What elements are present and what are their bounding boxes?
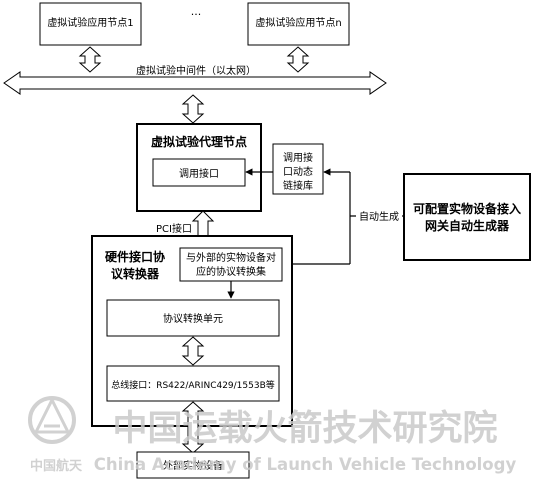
auto-gen-label: 自动生成 [359,210,399,223]
auto-gen-label-bg [356,208,402,224]
call-interface-box [152,158,246,187]
generator-label-line2: 网关自动生成器 [425,218,510,233]
bus-interface-label: 总线接口：RS422/ARINC429/1553B等 [111,379,275,391]
app-node-n-label: 虚拟试验应用节点n [255,16,341,29]
protocol-set-label-line1: 与外部的实物设备对 [186,251,276,264]
generator-box [403,173,531,261]
dll-label-line2: 口动态 [283,165,313,178]
conversion-unit-label: 协议转换单元 [163,312,223,325]
hw-converter-label-line1: 硬件接口协 [105,249,165,264]
middleware-proxy-link [181,94,205,124]
protocol-set-box [179,247,283,282]
middleware-label: 虚拟试验中间件（以太网） [136,64,256,77]
generator-label-line1: 可配置实物设备接入 [413,201,521,216]
bus-interface-box [106,365,280,402]
external-device-label: 外部实物设备 [163,459,223,472]
app-node-1-label: 虚拟试验应用节点1 [47,16,133,29]
watermark-logo-icon [28,396,76,444]
watermark-title-en: China Academy of Launch Vehicle Technolo… [94,455,517,474]
watermark: 中国航天 中国运载火箭技术研究院 China Academy of Launch… [28,396,517,474]
app-node-1-link [78,46,102,73]
hw-converter-label-line2: 议转换器 [111,266,160,281]
pci-label: PCI接口 [156,222,192,235]
app-node-n-link [286,46,310,73]
protocol-set-label-line2: 应的协议转换集 [196,265,266,278]
external-device-box [136,451,250,479]
dll-label-line1: 调用接 [283,151,313,164]
conversion-unit-box [106,299,280,337]
app-node-1-box [39,2,142,46]
proxy-node-title: 虚拟试验代理节点 [151,134,247,149]
dll-box [272,143,324,195]
watermark-logo-text: 中国航天 [30,458,83,474]
app-node-n-box [247,2,350,46]
dll-label-line3: 链接库 [283,179,313,192]
ellipsis: ··· [191,8,202,21]
unit-bus-link [181,336,205,366]
call-interface-label: 调用接口 [179,167,219,180]
middleware-bus-arrow [3,71,387,95]
watermark-title-cn: 中国运载火箭技术研究院 [112,409,497,449]
